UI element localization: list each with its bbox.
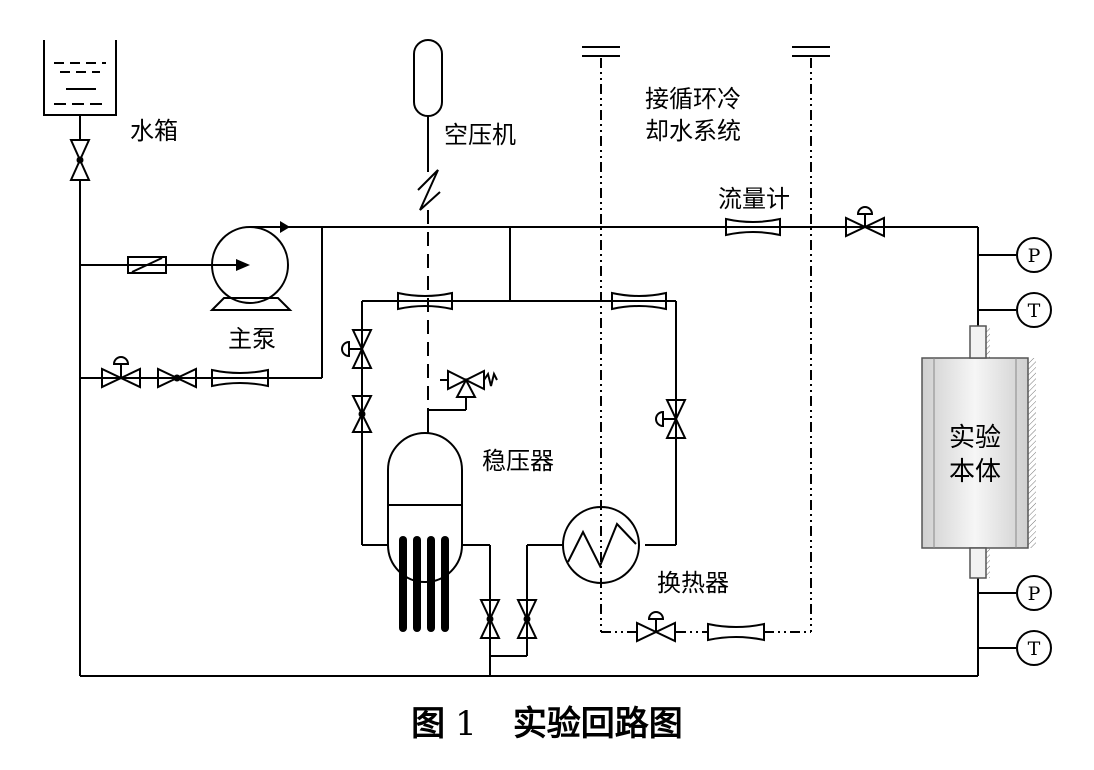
heat-exchanger-drain-valve	[516, 599, 538, 639]
cooling-water-lines	[582, 46, 830, 633]
test-section: 实验 本体	[921, 325, 1036, 579]
cooling-water-label-line2: 却水系统	[645, 117, 741, 145]
flowmeter-bypass	[211, 368, 269, 388]
caption-prefix: 图	[411, 704, 446, 744]
pressure-gauge-upper: P	[978, 237, 1052, 273]
pressurizer	[387, 397, 467, 632]
svg-text:T: T	[1028, 638, 1041, 660]
flowmeter-top	[725, 217, 781, 237]
bypass-control-valve	[101, 356, 141, 389]
main-piping	[79, 180, 979, 677]
water-tank	[43, 40, 117, 140]
bypass-check-valve	[157, 367, 197, 389]
air-compressor	[413, 39, 443, 420]
flowmeter-label: 流量计	[718, 185, 790, 213]
tank-outlet-valve	[69, 139, 91, 181]
pressure-gauge-lower: P	[978, 575, 1052, 611]
left-loop-check-valve	[351, 395, 373, 433]
main-pump	[209, 221, 293, 311]
flowmeter-right-loop	[611, 291, 667, 311]
svg-text:P: P	[1028, 583, 1041, 605]
test-section-label-line1: 实验	[949, 423, 1001, 453]
caption-title: 实验回路图	[512, 704, 683, 744]
heater-rods	[399, 536, 449, 632]
pressurizer-drain-valve	[479, 599, 501, 639]
water-tank-label: 水箱	[130, 117, 178, 145]
temperature-gauge-upper: T	[978, 292, 1052, 328]
flowmeter-left-loop	[397, 291, 453, 311]
flowmeter-cooling	[707, 622, 765, 642]
right-loop-control-valve	[655, 399, 687, 439]
header-valve	[845, 206, 885, 238]
air-compressor-label: 空压机	[444, 121, 516, 149]
cooling-water-label-line1: 接循环冷	[645, 85, 741, 113]
pressurizer-label: 稳压器	[482, 447, 554, 475]
caption-number: 1	[455, 704, 477, 744]
suction-filter	[127, 256, 167, 274]
svg-text:P: P	[1028, 245, 1041, 267]
cooling-line-valve	[636, 611, 676, 643]
heat-exchanger	[562, 506, 640, 584]
safety-relief-valve	[440, 369, 498, 398]
temperature-gauge-lower: T	[978, 630, 1052, 666]
left-loop-control-valve	[341, 329, 373, 369]
heat-exchanger-label: 换热器	[657, 569, 729, 597]
test-section-label-line2: 本体	[949, 457, 1001, 487]
svg-text:T: T	[1028, 300, 1041, 322]
main-pump-label: 主泵	[228, 325, 276, 353]
